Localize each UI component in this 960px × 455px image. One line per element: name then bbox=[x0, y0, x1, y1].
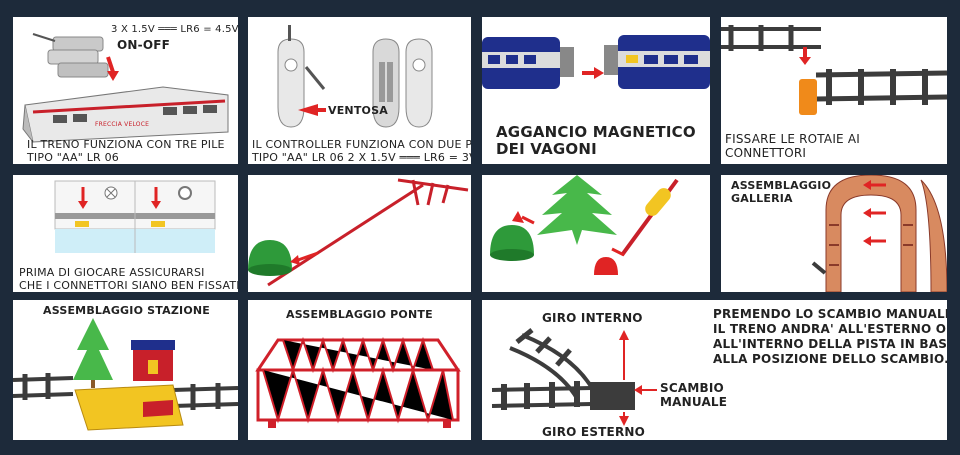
panel-caption-line2: CONNETTORI bbox=[725, 146, 807, 160]
switch-description-line3: ALL'INTERNO DELLA PISTA IN BASE bbox=[713, 337, 947, 351]
bridge-illustration bbox=[255, 336, 461, 428]
panel-magnetic-coupling: AGGANCIO MAGNETICO DEI VAGONI bbox=[482, 17, 710, 164]
panel-manual-switch: GIRO INTERNO GIRO ESTERNO SCAMBIO MANUAL… bbox=[482, 300, 947, 440]
manual-switch-illustration bbox=[491, 328, 657, 426]
panel-caption-line1: ASSEMBLAGGIO bbox=[731, 179, 832, 192]
panel-caption-line2: DEI VAGONI bbox=[496, 140, 597, 158]
switch-description-line2: IL TRENO ANDRA' ALL'ESTERNO O bbox=[713, 322, 947, 336]
panel-caption-line2: TIPO "AA" LR 06 2 X 1.5V ═══ LR6 = 3V bbox=[252, 151, 471, 164]
scambio-label-line2: MANUALE bbox=[660, 395, 728, 409]
tunnel-illustration bbox=[811, 175, 947, 292]
scambio-label-line1: SCAMBIO bbox=[660, 381, 724, 395]
tree-signal-illustration bbox=[490, 175, 679, 275]
panel-station-assembly: ASSEMBLAGGIO STAZIONE bbox=[13, 300, 238, 440]
train-battery-illustration bbox=[22, 33, 229, 143]
panel-fix-rails: FISSARE LE ROTAIE AI CONNETTORI bbox=[721, 17, 947, 164]
connector-check-illustration bbox=[54, 180, 216, 253]
panel-train-batteries: 3 X 1.5V ═══ LR6 = 4.5V ON-OFF FRECCIA V… bbox=[13, 17, 238, 164]
train-badge-label: FRECCIA VELOCE bbox=[95, 121, 150, 128]
controller-illustration bbox=[277, 25, 433, 128]
giro-interno-label: GIRO INTERNO bbox=[542, 311, 643, 325]
panel-controller-batteries: VENTOSA IL CONTROLLER FUNZIONA CON DUE P… bbox=[248, 17, 471, 164]
panel-connectors-check: PRIMA DI GIOCARE ASSICURARSI CHE I CONNE… bbox=[13, 175, 238, 292]
station-illustration bbox=[13, 318, 238, 431]
panel-bridge-assembly: ASSEMBLAGGIO PONTE bbox=[248, 300, 471, 440]
panel-caption-line1: IL CONTROLLER FUNZIONA CON DUE PILE bbox=[252, 138, 471, 151]
giro-esterno-label: GIRO ESTERNO bbox=[542, 425, 646, 439]
panel-tunnel-assembly: ASSEMBLAGGIO GALLERIA bbox=[721, 175, 947, 292]
panel-caption-line2: GALLERIA bbox=[731, 192, 793, 205]
panel-caption-line1: AGGANCIO MAGNETICO bbox=[496, 123, 696, 141]
panel-pole-assembly bbox=[248, 175, 471, 292]
panel-caption-line2: TIPO "AA" LR 06 bbox=[27, 151, 119, 164]
wagon-coupling-illustration bbox=[482, 35, 710, 89]
pole-illustration bbox=[248, 178, 469, 287]
panel-caption-line1: IL TRENO FUNZIONA CON TRE PILE bbox=[27, 138, 225, 151]
rail-connector-illustration bbox=[721, 25, 947, 115]
panel-caption-line1: PRIMA DI GIOCARE ASSICURARSI bbox=[19, 266, 205, 279]
panel-caption-line2: CHE I CONNETTORI SIANO BEN FISSATI bbox=[19, 279, 238, 292]
on-off-label: ON-OFF bbox=[117, 38, 171, 52]
switch-description-line4: ALLA POSIZIONE DELLO SCAMBIO. bbox=[713, 352, 947, 366]
panel-caption: ASSEMBLAGGIO PONTE bbox=[286, 308, 433, 321]
switch-description-line1: PREMENDO LO SCAMBIO MANUALE bbox=[713, 307, 947, 321]
panel-caption-line1: FISSARE LE ROTAIE AI bbox=[725, 132, 860, 146]
panel-caption: ASSEMBLAGGIO STAZIONE bbox=[43, 304, 210, 317]
panel-tree-signal bbox=[482, 175, 710, 292]
battery-spec-label: 3 X 1.5V ═══ LR6 = 4.5V bbox=[111, 24, 238, 35]
ventosa-label: VENTOSA bbox=[328, 104, 388, 117]
